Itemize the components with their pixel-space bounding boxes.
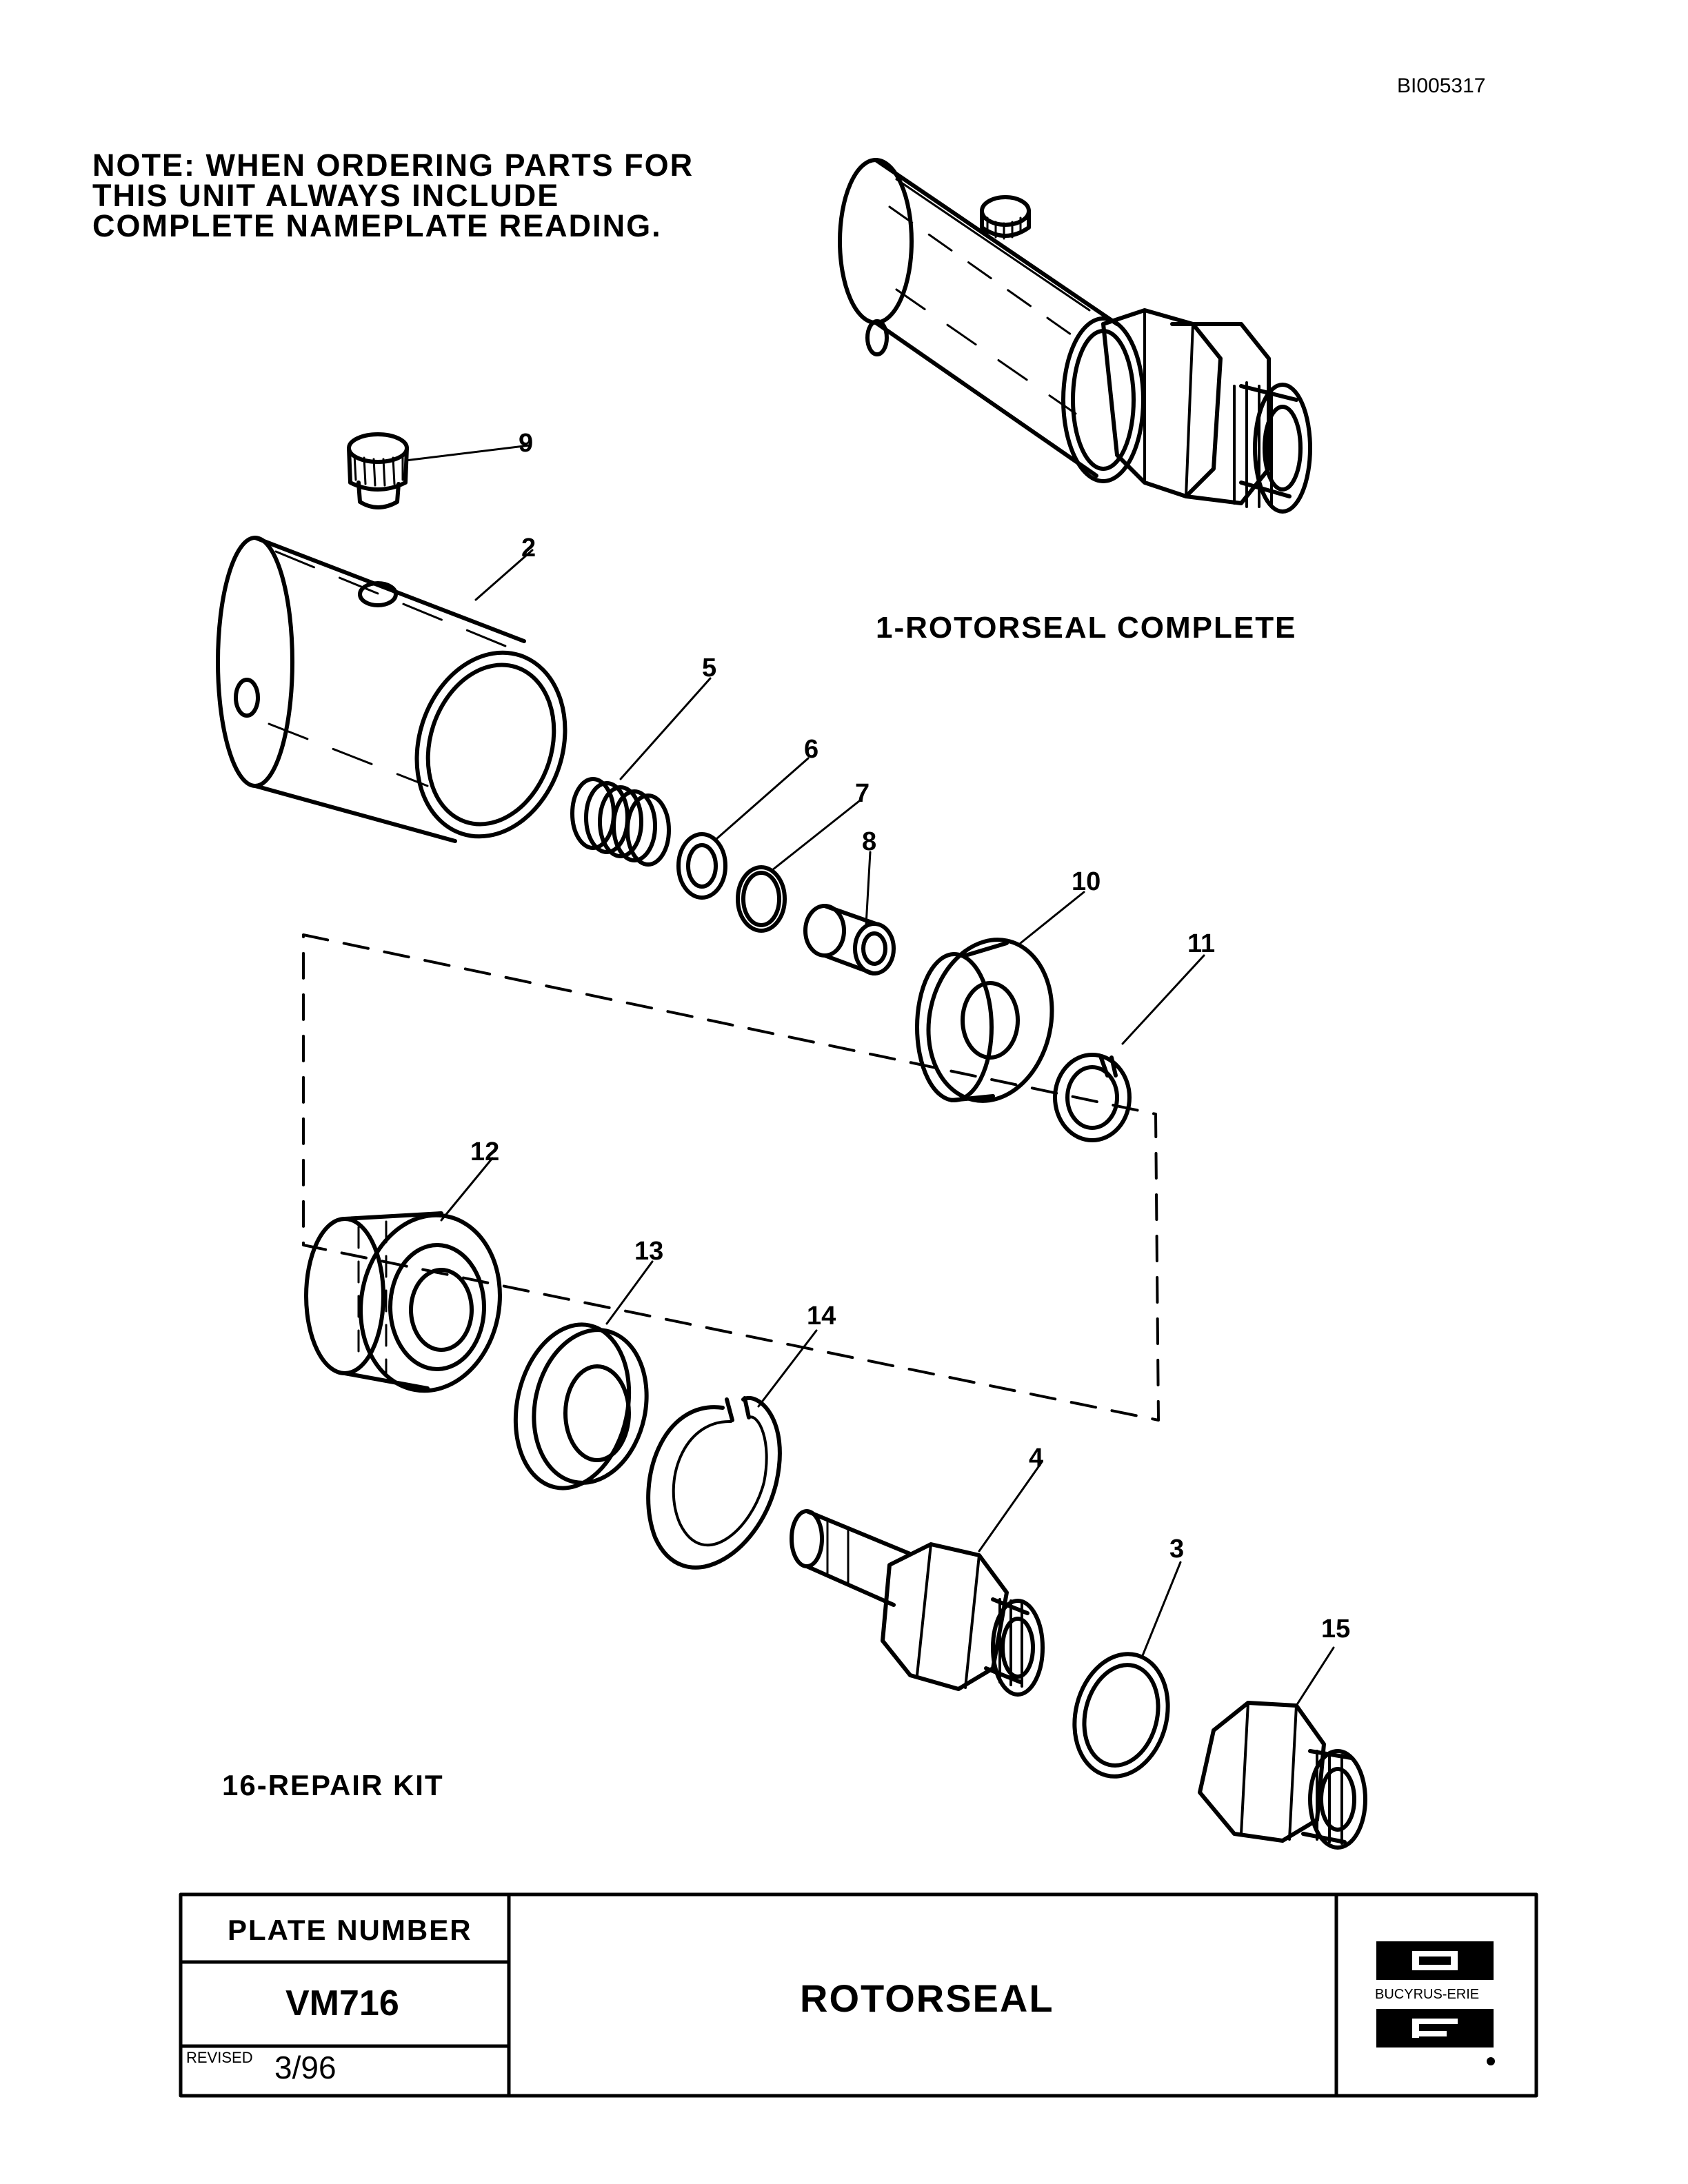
plate-number-label: PLATE NUMBER — [228, 1914, 472, 1946]
part-7-oring-illustration — [736, 800, 861, 933]
callout-8: 8 — [862, 827, 877, 856]
part-2-body-illustration — [216, 536, 567, 843]
callout-13: 13 — [634, 1237, 664, 1266]
part-11-lockwasher-illustration — [1053, 954, 1205, 1142]
plate-number-value: VM716 — [285, 1983, 399, 2023]
part-4-shaft-illustration — [790, 1462, 1045, 1697]
drawing-title: ROTORSEAL — [800, 1976, 1054, 2020]
part-12-bearing-illustration — [304, 1157, 502, 1393]
callout-15: 15 — [1321, 1615, 1351, 1644]
title-block-frame — [179, 1892, 1538, 2098]
callout-6: 6 — [804, 735, 819, 764]
note-line: COMPLETE NAMEPLATE READING. — [92, 208, 662, 243]
caption-repair-kit: 16-REPAIR KIT — [222, 1769, 444, 1801]
callout-10: 10 — [1072, 867, 1101, 896]
part-6-washer-illustration — [676, 757, 810, 900]
callout-11: 11 — [1187, 929, 1216, 958]
bucyrus-erie-logo — [1376, 1941, 1495, 2065]
logo-text: BUCYRUS-ERIE — [1375, 1987, 1480, 2002]
callout-2: 2 — [521, 534, 536, 563]
part-14-snapring-illustration — [646, 1329, 818, 1570]
part-9-screw-illustration — [347, 432, 531, 509]
callout-9: 9 — [519, 429, 534, 458]
callout-14: 14 — [807, 1302, 836, 1331]
callout-4: 4 — [1029, 1444, 1044, 1473]
part-5-spring-illustration — [570, 677, 712, 867]
part-13-lipseal-illustration — [513, 1260, 654, 1490]
repair-kit-dashed-outline — [302, 933, 1160, 1422]
callout-5: 5 — [702, 654, 717, 682]
rotorseal-complete-illustration — [838, 158, 1312, 514]
part-15-plug-illustration — [1198, 1646, 1367, 1850]
callout-12: 12 — [470, 1138, 500, 1166]
revised-date: 3/96 — [274, 2050, 336, 2085]
part-3-washer-illustration — [1072, 1561, 1182, 1779]
caption-rotorseal-complete: 1-ROTORSEAL COMPLETE — [876, 611, 1297, 645]
part-8-bushing-illustration — [803, 851, 896, 975]
note-line: THIS UNIT ALWAYS INCLUDE — [92, 178, 560, 213]
ordering-note: NOTE: WHEN ORDERING PARTS FOR THIS UNIT … — [92, 150, 694, 241]
part-10-seal-illustration — [915, 891, 1085, 1103]
revised-label: REVISED — [186, 2049, 253, 2066]
document-id: BI005317 — [1397, 74, 1486, 97]
callout-7: 7 — [855, 779, 870, 808]
note-line: NOTE: WHEN ORDERING PARTS FOR — [92, 148, 694, 183]
callout-3: 3 — [1169, 1535, 1185, 1564]
